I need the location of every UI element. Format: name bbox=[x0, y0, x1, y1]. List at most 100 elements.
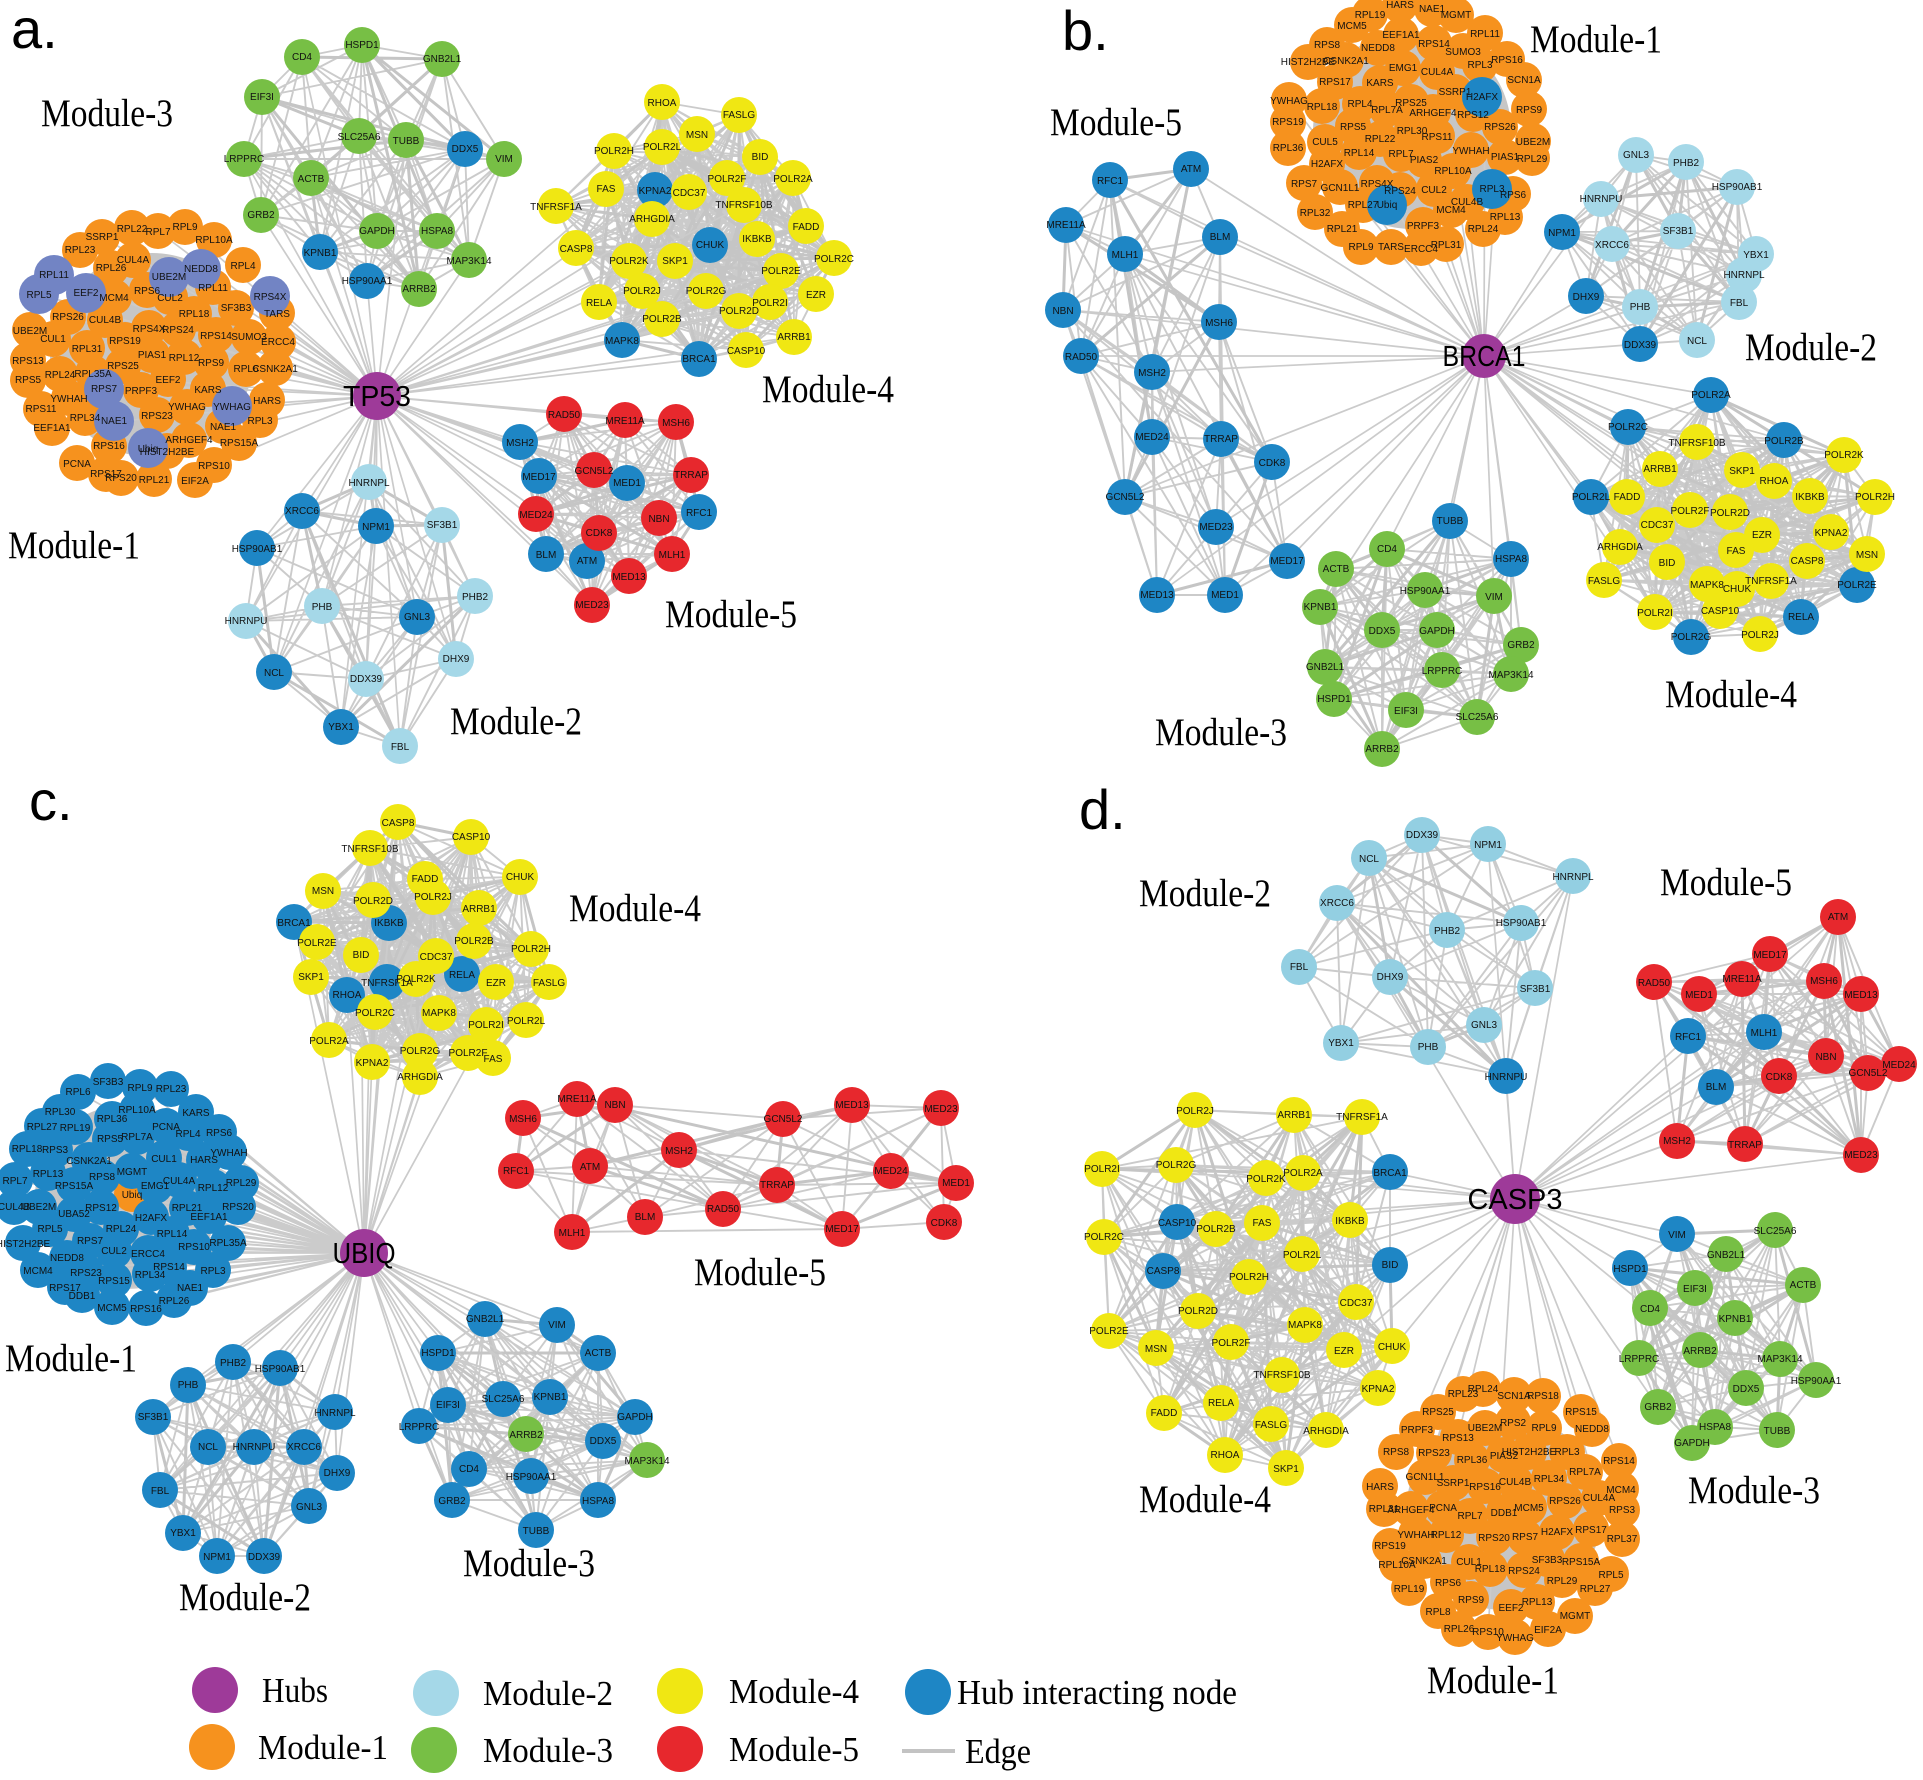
svg-text:POLR2B: POLR2B bbox=[1764, 436, 1804, 447]
svg-text:RPL9: RPL9 bbox=[172, 222, 197, 233]
svg-text:RPS15: RPS15 bbox=[1565, 1407, 1597, 1418]
svg-text:SUMO3: SUMO3 bbox=[231, 332, 267, 343]
svg-text:CUL2: CUL2 bbox=[1421, 185, 1447, 196]
svg-text:TUBB: TUBB bbox=[523, 1526, 550, 1537]
svg-text:HSP90AB1: HSP90AB1 bbox=[255, 1364, 306, 1375]
svg-text:KARS: KARS bbox=[182, 1108, 210, 1119]
svg-text:BRCA1: BRCA1 bbox=[682, 354, 716, 365]
svg-text:RFC1: RFC1 bbox=[1675, 1032, 1702, 1043]
svg-text:PHB: PHB bbox=[1418, 1042, 1439, 1053]
svg-text:PHB: PHB bbox=[1630, 302, 1651, 313]
svg-text:MLH1: MLH1 bbox=[1112, 250, 1139, 261]
svg-text:RPL36: RPL36 bbox=[1457, 1455, 1488, 1466]
svg-text:Module-5: Module-5 bbox=[694, 1251, 826, 1294]
svg-text:RPL8: RPL8 bbox=[1425, 1607, 1450, 1618]
svg-text:MSH2: MSH2 bbox=[1138, 368, 1166, 379]
svg-text:Hubs: Hubs bbox=[262, 1671, 328, 1710]
svg-text:DDX5: DDX5 bbox=[590, 1436, 617, 1447]
svg-text:MCM4: MCM4 bbox=[99, 293, 129, 304]
svg-text:MED24: MED24 bbox=[519, 510, 553, 521]
svg-text:RPL6: RPL6 bbox=[233, 364, 258, 375]
svg-text:HIST2H2BE: HIST2H2BE bbox=[1281, 57, 1336, 68]
svg-text:RPS25: RPS25 bbox=[1422, 1407, 1454, 1418]
svg-text:UBE2M: UBE2M bbox=[13, 326, 47, 337]
svg-text:RPL30: RPL30 bbox=[45, 1107, 76, 1118]
svg-text:ATM: ATM bbox=[580, 1162, 600, 1173]
svg-text:RAD50: RAD50 bbox=[707, 1204, 740, 1215]
svg-text:UBE2M: UBE2M bbox=[152, 272, 186, 283]
svg-text:VIM: VIM bbox=[1485, 592, 1503, 603]
svg-text:MRE11A: MRE11A bbox=[1046, 220, 1086, 231]
svg-text:CUL1: CUL1 bbox=[1456, 1557, 1482, 1568]
svg-text:GNB2L1: GNB2L1 bbox=[1707, 1250, 1746, 1261]
svg-text:CUL4B: CUL4B bbox=[1499, 1477, 1532, 1488]
svg-text:POLR2A: POLR2A bbox=[773, 174, 813, 185]
svg-text:RPL32: RPL32 bbox=[1300, 208, 1331, 219]
svg-text:PHB2: PHB2 bbox=[220, 1358, 247, 1369]
svg-text:HIST2H2BE: HIST2H2BE bbox=[140, 447, 195, 458]
svg-text:Ubiq: Ubiq bbox=[1377, 200, 1398, 211]
svg-text:DDB1: DDB1 bbox=[1491, 1508, 1518, 1519]
svg-text:DDX39: DDX39 bbox=[350, 674, 383, 685]
svg-text:TARS: TARS bbox=[264, 309, 290, 320]
svg-text:RPL7: RPL7 bbox=[145, 227, 170, 238]
svg-text:MGMT: MGMT bbox=[117, 1167, 148, 1178]
svg-text:TNFRSF10B: TNFRSF10B bbox=[341, 844, 399, 855]
svg-text:BID: BID bbox=[1382, 1260, 1399, 1271]
svg-text:CSNK2A1: CSNK2A1 bbox=[1401, 1556, 1447, 1567]
svg-text:FASLG: FASLG bbox=[1588, 576, 1620, 587]
svg-text:RPS14: RPS14 bbox=[1603, 1456, 1635, 1467]
svg-text:NCL: NCL bbox=[264, 668, 284, 679]
svg-text:UBE2M: UBE2M bbox=[1516, 137, 1550, 148]
svg-text:CDC37: CDC37 bbox=[1641, 520, 1674, 531]
svg-text:TRRAP: TRRAP bbox=[674, 470, 708, 481]
svg-text:VIM: VIM bbox=[495, 154, 513, 165]
svg-text:RPS6: RPS6 bbox=[134, 286, 161, 297]
svg-text:H2AFX: H2AFX bbox=[1466, 92, 1499, 103]
svg-text:MSH2: MSH2 bbox=[1663, 1136, 1691, 1147]
svg-text:RPL36: RPL36 bbox=[97, 1114, 128, 1125]
svg-text:NCL: NCL bbox=[198, 1442, 218, 1453]
svg-text:RPL5: RPL5 bbox=[37, 1224, 62, 1235]
svg-text:NCL: NCL bbox=[1687, 336, 1707, 347]
svg-text:EIF3I: EIF3I bbox=[1683, 1284, 1707, 1295]
svg-text:HARS: HARS bbox=[1386, 0, 1414, 11]
svg-text:HSP90AA1: HSP90AA1 bbox=[1400, 586, 1451, 597]
svg-text:TP53: TP53 bbox=[343, 381, 411, 413]
svg-text:MCM4: MCM4 bbox=[1436, 205, 1466, 216]
svg-text:NBN: NBN bbox=[604, 1100, 625, 1111]
svg-text:MLH1: MLH1 bbox=[559, 1228, 586, 1239]
svg-text:PRPF3: PRPF3 bbox=[125, 386, 158, 397]
svg-text:LRPPRC: LRPPRC bbox=[399, 1422, 440, 1433]
svg-text:SKP1: SKP1 bbox=[298, 972, 324, 983]
svg-text:GAPDH: GAPDH bbox=[1419, 626, 1455, 637]
svg-text:RPS6: RPS6 bbox=[206, 1128, 233, 1139]
svg-text:RPL7: RPL7 bbox=[1388, 149, 1413, 160]
svg-text:Module-1: Module-1 bbox=[8, 524, 140, 567]
svg-text:CUL4A: CUL4A bbox=[1583, 1493, 1616, 1504]
svg-text:GCN1L1: GCN1L1 bbox=[1406, 1472, 1445, 1483]
svg-text:MAP3K14: MAP3K14 bbox=[624, 1456, 669, 1467]
svg-text:RPS25: RPS25 bbox=[1395, 98, 1427, 109]
svg-text:KPNB1: KPNB1 bbox=[304, 248, 337, 259]
svg-text:TNFRSF10B: TNFRSF10B bbox=[1253, 1370, 1311, 1381]
svg-text:RPL31: RPL31 bbox=[1431, 240, 1462, 251]
svg-text:ARHGEF4: ARHGEF4 bbox=[165, 435, 213, 446]
svg-text:H2AFX: H2AFX bbox=[135, 1213, 168, 1224]
svg-text:Module-1: Module-1 bbox=[1530, 18, 1662, 61]
svg-text:RPL29: RPL29 bbox=[226, 1178, 257, 1189]
svg-text:RPL9: RPL9 bbox=[127, 1083, 152, 1094]
svg-text:KARS: KARS bbox=[194, 385, 222, 396]
svg-text:ATM: ATM bbox=[577, 556, 597, 567]
svg-text:RPL24: RPL24 bbox=[106, 1224, 137, 1235]
svg-text:MED1: MED1 bbox=[1211, 590, 1239, 601]
svg-text:RPS4X: RPS4X bbox=[133, 324, 166, 335]
svg-text:TUBB: TUBB bbox=[1437, 516, 1464, 527]
svg-text:RPS12: RPS12 bbox=[85, 1203, 117, 1214]
svg-text:EEF2: EEF2 bbox=[73, 288, 98, 299]
svg-text:LRPPRC: LRPPRC bbox=[1422, 666, 1463, 677]
svg-text:HSP90AB1: HSP90AB1 bbox=[1712, 182, 1763, 193]
svg-text:LRPPRC: LRPPRC bbox=[1619, 1354, 1660, 1365]
svg-text:RPS13: RPS13 bbox=[12, 356, 44, 367]
svg-text:POLR2G: POLR2G bbox=[686, 286, 727, 297]
